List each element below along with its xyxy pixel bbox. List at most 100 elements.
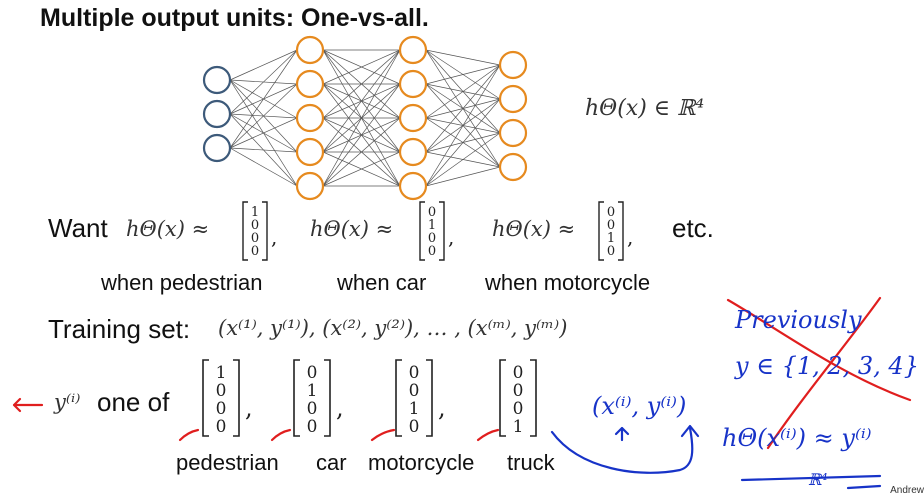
label-vector-entry: 0 xyxy=(216,381,227,401)
blue-underline xyxy=(846,484,882,490)
red-arrow xyxy=(12,397,44,413)
label-vector-entry: 1 xyxy=(307,381,318,401)
want-vector-entry: 0 xyxy=(607,205,615,220)
label-vector-entry: 1 xyxy=(513,417,524,437)
label-vector-entry: 0 xyxy=(216,417,227,437)
label-vector-entry: 0 xyxy=(216,399,227,419)
blue-arrowhead xyxy=(680,424,700,438)
bracket xyxy=(530,359,537,437)
want-expr-2: hΘ(x) ≈ xyxy=(310,217,394,241)
nn-input-node xyxy=(202,99,232,129)
bracket xyxy=(618,201,624,261)
want-vector-entry: 1 xyxy=(607,231,615,246)
nn-hidden-node xyxy=(295,171,325,201)
label-vector-entry: 0 xyxy=(513,399,524,419)
nn-edge xyxy=(322,151,401,187)
want-vector-entry: 0 xyxy=(607,244,615,259)
red-tick xyxy=(370,428,396,442)
bracket xyxy=(324,359,331,437)
bracket xyxy=(395,359,402,437)
blue-up-arrow xyxy=(614,426,630,442)
nn-hidden-node xyxy=(295,137,325,167)
nn-input-node xyxy=(202,65,232,95)
nn-edge xyxy=(425,64,501,85)
note-r4: ℝ⁴ xyxy=(808,470,828,489)
training-label: Training set: xyxy=(48,314,191,344)
red-tick xyxy=(270,428,292,442)
want-vector-entry: 1 xyxy=(251,205,259,220)
nn-edge xyxy=(229,49,298,115)
yi-label: y⁽ⁱ⁾ xyxy=(54,390,81,414)
nn-hidden-node xyxy=(295,69,325,99)
red-tick xyxy=(178,428,200,442)
etc-label: etc. xyxy=(672,213,714,243)
nn-edge xyxy=(322,83,401,187)
want-vector-entry: 0 xyxy=(607,218,615,233)
hypothesis-label: hΘ(x) ∈ ℝ⁴ xyxy=(585,96,705,121)
want-vector-entry: 0 xyxy=(251,231,259,246)
nn-edge xyxy=(322,49,401,153)
bracket xyxy=(233,359,240,437)
label-vector-entry: 1 xyxy=(216,363,227,383)
label-vector-entry: 0 xyxy=(307,417,318,437)
nn-output-node xyxy=(498,84,528,114)
nn-edge xyxy=(229,117,298,149)
want-vector-entry: 1 xyxy=(428,218,436,233)
blue-underline xyxy=(740,474,882,482)
label-vector-entry: 0 xyxy=(409,381,420,401)
nn-edge xyxy=(229,49,298,81)
red-cross-stroke xyxy=(726,298,912,402)
nn-edge xyxy=(425,98,501,187)
want-vector-entry: 0 xyxy=(251,244,259,259)
caption-car: when car xyxy=(337,270,427,295)
comma: , xyxy=(336,394,344,422)
comma: , xyxy=(245,394,253,422)
nn-hidden-node xyxy=(295,103,325,133)
label-caption-motorcycle: motorcycle xyxy=(368,450,475,475)
bracket xyxy=(262,201,268,261)
caption-motorcycle: when motorcycle xyxy=(485,270,651,295)
nn-hidden-node xyxy=(398,69,428,99)
nn-edge xyxy=(425,132,501,187)
caption-pedestrian: when pedestrian xyxy=(101,270,263,295)
nn-edge xyxy=(425,64,501,187)
one-of-label: one of xyxy=(97,387,170,417)
nn-hidden-node xyxy=(398,35,428,65)
nn-edge xyxy=(229,49,298,149)
want-expr-1: hΘ(x) ≈ xyxy=(126,217,210,241)
nn-edge xyxy=(322,49,401,187)
note-approx: hΘ(x⁽ⁱ⁾) ≈ y⁽ⁱ⁾ xyxy=(722,424,872,452)
want-vector-entry: 0 xyxy=(251,218,259,233)
bracket xyxy=(499,359,506,437)
bracket xyxy=(419,201,425,261)
nn-edge xyxy=(425,166,501,187)
note-previously: Previously xyxy=(735,306,862,334)
slide-title: Multiple output units: One-vs-all. xyxy=(40,4,429,32)
label-vector-entry: 0 xyxy=(513,363,524,383)
nn-output-node xyxy=(498,118,528,148)
nn-edge xyxy=(425,64,501,153)
comma: , xyxy=(271,225,277,249)
nn-edge xyxy=(322,117,401,187)
want-vector-entry: 0 xyxy=(428,205,436,220)
bracket xyxy=(293,359,300,437)
want-expr-3: hΘ(x) ≈ xyxy=(492,217,576,241)
comma: , xyxy=(448,225,454,249)
nn-edge xyxy=(229,147,298,153)
label-caption-pedestrian: pedestrian xyxy=(176,450,279,475)
nn-edge xyxy=(322,49,401,85)
footer-author: Andrew xyxy=(890,485,924,496)
bracket xyxy=(242,201,248,261)
note-pair: (x⁽ⁱ⁾, y⁽ⁱ⁾) xyxy=(592,392,687,420)
label-vector-entry: 0 xyxy=(513,381,524,401)
label-caption-truck: truck xyxy=(507,450,555,475)
nn-edge xyxy=(322,49,401,119)
nn-output-node xyxy=(498,152,528,182)
bracket xyxy=(202,359,209,437)
